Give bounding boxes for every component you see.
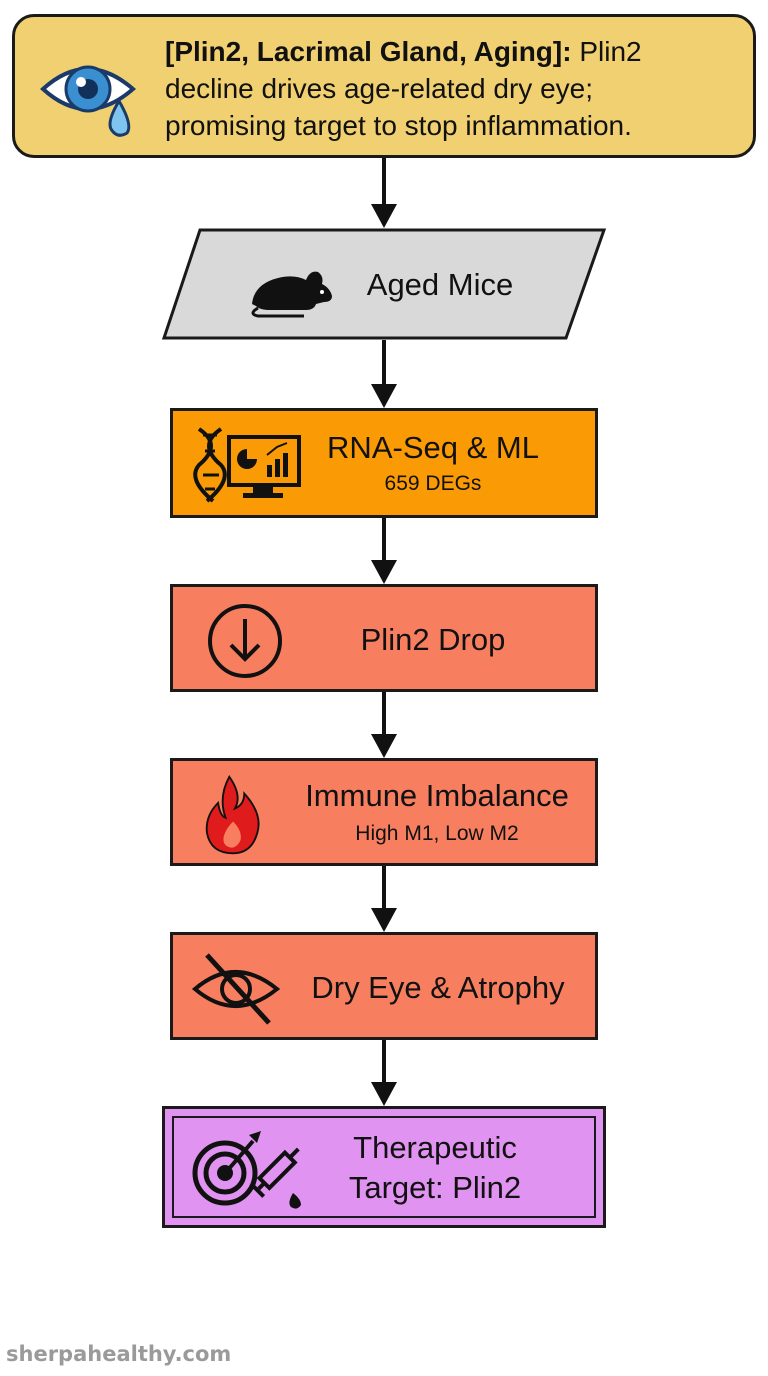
watermark-text: sherpahealthy.com [6, 1342, 232, 1366]
down-arrow-circle-icon [208, 604, 282, 678]
dry-eye-node: Dry Eye & Atrophy [170, 932, 598, 1040]
arrowhead [371, 560, 397, 584]
arrowhead [371, 908, 397, 932]
therapeutic-target-line1: Therapeutic [353, 1130, 517, 1165]
rnaseq-sub: 659 DEGs [384, 472, 482, 495]
rnaseq-label: RNA-Seq & ML [327, 430, 539, 465]
arrowhead [371, 734, 397, 758]
summary-keywords: [Plin2, Lacrimal Gland, Aging]: [165, 36, 572, 67]
summary-header-box: [Plin2, Lacrimal Gland, Aging]: Plin2 de… [12, 14, 756, 158]
summary-text: [Plin2, Lacrimal Gland, Aging]: Plin2 de… [165, 33, 745, 144]
eye-tear-icon [40, 65, 137, 137]
plin2-drop-node: Plin2 Drop [170, 584, 598, 692]
eye-slash-icon [191, 953, 281, 1025]
aged-mice-label: Aged Mice [366, 267, 514, 302]
arrowhead [371, 1082, 397, 1106]
arrowhead [371, 204, 397, 228]
aged-mice-node [161, 228, 607, 340]
dry-eye-label: Dry Eye & Atrophy [311, 970, 565, 1005]
flame-icon [205, 774, 260, 855]
immune-imbalance-node: Immune Imbalance High M1, Low M2 [170, 758, 598, 866]
immune-imbalance-sub: High M1, Low M2 [355, 822, 519, 845]
summary-line2: decline drives age-related dry eye; [165, 73, 594, 104]
summary-line3: promising target to stop inflammation. [165, 110, 632, 141]
immune-imbalance-label: Immune Imbalance [305, 778, 569, 813]
therapeutic-target-line2: Target: Plin2 [348, 1170, 522, 1205]
plin2-drop-label: Plin2 Drop [360, 622, 506, 657]
arrowhead [371, 384, 397, 408]
therapeutic-target-inner-border [172, 1116, 596, 1218]
therapeutic-target-node: Therapeutic Target: Plin2 [162, 1106, 606, 1228]
rnaseq-node: RNA-Seq & ML 659 DEGs [170, 408, 598, 518]
target-syringe-icon [192, 1131, 301, 1209]
dna-computer-icon [193, 427, 301, 503]
mouse-icon [251, 271, 332, 318]
summary-line1: Plin2 [571, 36, 642, 67]
